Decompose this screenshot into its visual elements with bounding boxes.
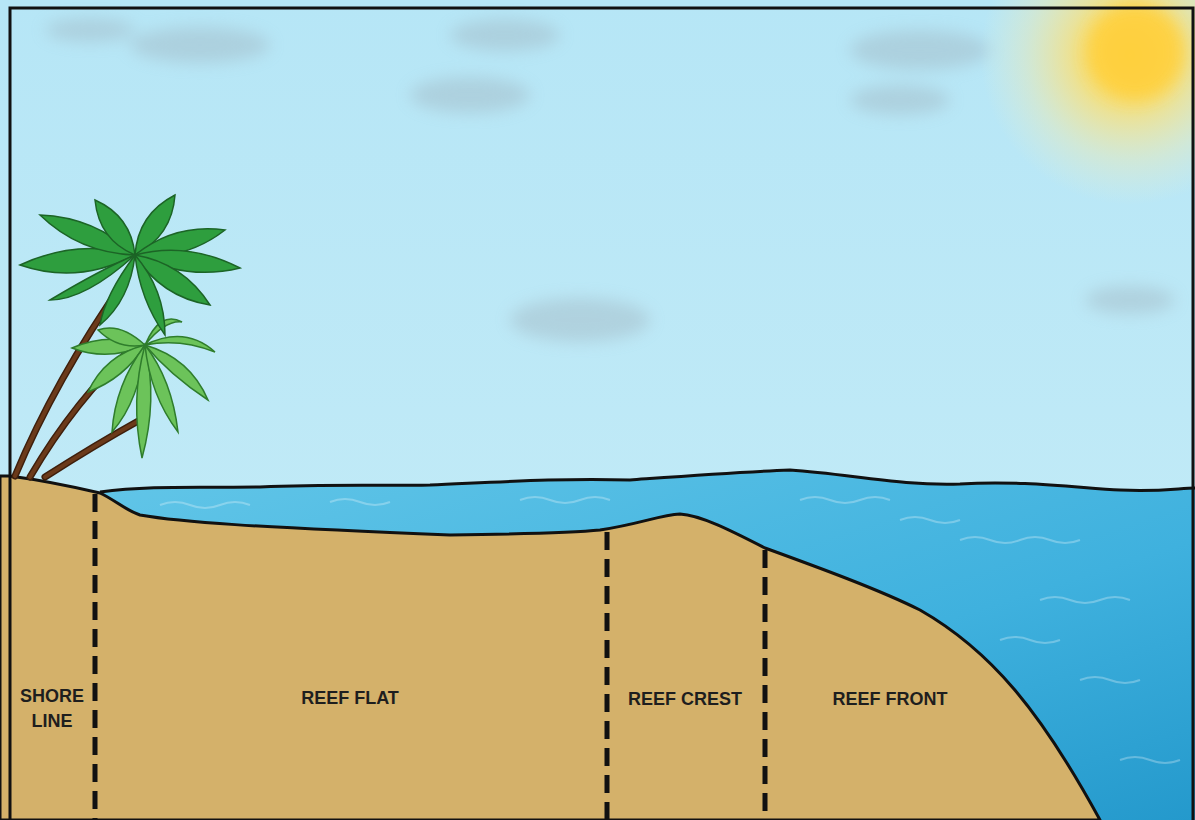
frame-border	[10, 8, 1193, 820]
zone-label: SHORE LINE	[12, 684, 92, 734]
zone-label: REEF CREST	[610, 687, 760, 712]
water-surface	[100, 470, 1195, 492]
sun-glow	[980, 0, 1195, 205]
sand-seabed	[0, 476, 1100, 820]
zone-label: REEF FLAT	[240, 686, 460, 711]
palm-tree	[15, 195, 240, 477]
sun	[1087, 4, 1183, 100]
zone-dividers	[95, 494, 765, 820]
zone-label: REEF FRONT	[780, 687, 1000, 712]
